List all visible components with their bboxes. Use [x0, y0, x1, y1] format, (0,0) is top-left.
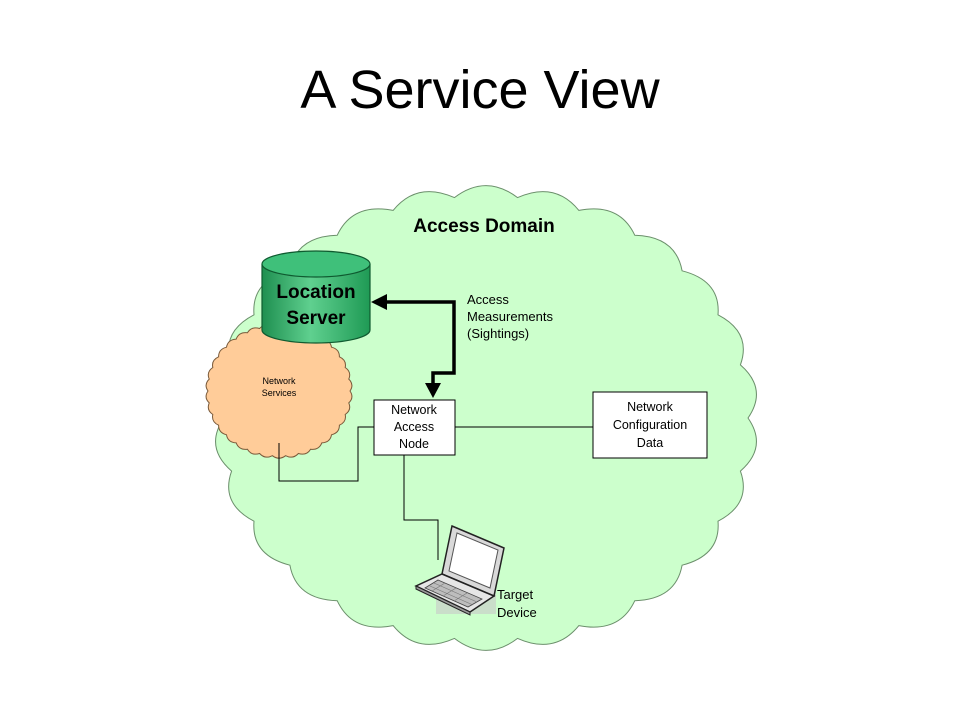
- network-access-node-label-line2: Access: [394, 420, 434, 434]
- location-server-label-line2: Server: [286, 308, 346, 329]
- target-device-label-line2: Device: [497, 605, 537, 620]
- network-access-node-label-line1: Network: [391, 403, 438, 417]
- network-access-node-box: Network Access Node: [373, 399, 456, 456]
- access-domain-label: Access Domain: [413, 216, 555, 237]
- network-access-node-label-line3: Node: [399, 437, 429, 451]
- laptop-icon: [414, 524, 505, 616]
- slide-title: A Service View: [300, 60, 660, 120]
- network-services-label-line2: Services: [262, 388, 297, 398]
- network-configuration-data-box: Network Configuration Data: [592, 391, 708, 459]
- node-to-device-line: [403, 455, 439, 560]
- network-configuration-data-label-line1: Network: [627, 400, 674, 414]
- network-configuration-data-label-line2: Configuration: [613, 418, 687, 432]
- connector-lines: [278, 426, 593, 560]
- network-configuration-data-label-line3: Data: [637, 436, 663, 450]
- location-server: Location Server: [261, 250, 371, 344]
- location-server-label-line1: Location: [276, 282, 355, 303]
- access-measurements-label-line2: Measurements: [467, 309, 553, 324]
- target-device-label-line1: Target: [497, 587, 534, 602]
- services-to-node-line: [278, 426, 374, 482]
- access-measurements-arrow: [371, 294, 456, 398]
- access-measurements-label-line3: (Sightings): [467, 326, 529, 341]
- network-services-label-line1: Network: [262, 376, 296, 386]
- access-measurements-label-line1: Access: [467, 292, 509, 307]
